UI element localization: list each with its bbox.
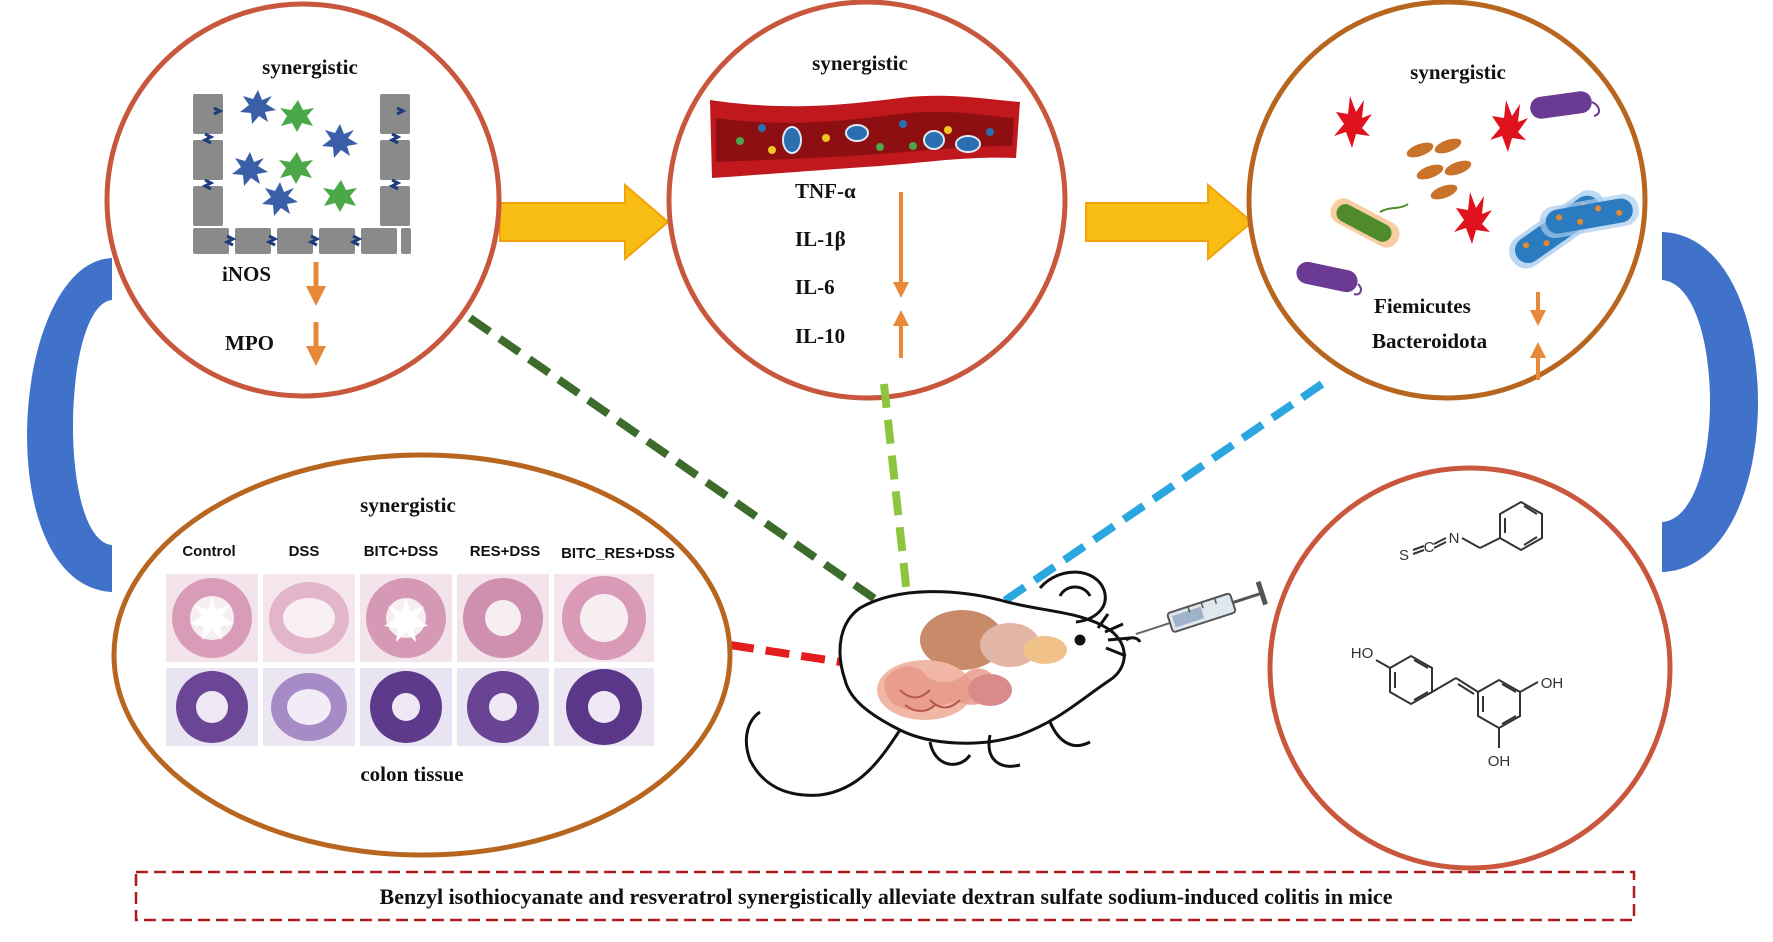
blood-marker-il6: IL-6 — [795, 275, 835, 299]
microbiota-panel: synergistic — [1246, 0, 1648, 401]
microbiota-marker-firmicutes: Fiemicutes — [1374, 294, 1471, 318]
tissue-marker-inos: iNOS — [222, 262, 271, 286]
dash-blood-to-mouse — [880, 383, 914, 623]
histology-row-he — [166, 574, 654, 662]
colon-group-bitc-dss: BITC+DSS — [364, 543, 439, 560]
microbiota-marker-bacteroidota: Bacteroidota — [1372, 329, 1488, 353]
blood-heading: synergistic — [812, 51, 908, 75]
colon-group-control: Control — [182, 543, 235, 560]
tissue-panel: synergistic — [104, 1, 502, 399]
colon-heading: synergistic — [360, 493, 456, 517]
microbiota-heading: synergistic — [1410, 60, 1506, 84]
bitc-atom-s: S — [1399, 547, 1409, 564]
arrow-blood-to-microbiota — [1085, 182, 1254, 262]
arrow-tissue-to-blood — [499, 182, 670, 262]
mouse-organs — [877, 610, 1067, 720]
colon-caption: colon tissue — [360, 762, 463, 786]
bitc-atom-c: C — [1424, 539, 1435, 556]
blood-vessel-illustration — [710, 95, 1020, 178]
tissue-marker-mpo: MPO — [225, 331, 274, 355]
dash-tissue-to-mouse — [467, 314, 891, 612]
res-group-oh-bottom: OH — [1488, 753, 1511, 770]
right-bracket — [1662, 232, 1758, 572]
tissue-heading: synergistic — [262, 55, 358, 79]
res-group-ho: HO — [1351, 645, 1374, 662]
tight-junctions — [201, 106, 407, 247]
colon-group-res-dss: RES+DSS — [470, 543, 540, 560]
bitc-atom-n: N — [1449, 530, 1460, 547]
histology-row-pas — [166, 668, 654, 746]
colon-group-bitc-res-dss: BITC_RES+DSS — [561, 545, 675, 562]
blood-marker-il10: IL-10 — [795, 324, 845, 348]
res-group-oh-right: OH — [1541, 675, 1564, 692]
diagram-title: Benzyl isothiocyanate and resveratrol sy… — [380, 884, 1393, 909]
inflammatory-mediators — [232, 90, 358, 216]
resveratrol-structure — [1375, 654, 1539, 748]
epithelial-barrier-illustration — [193, 94, 411, 254]
compounds-panel: S C N HO OH OH — [1267, 465, 1673, 871]
blood-marker-il1b: IL-1β — [795, 227, 846, 251]
colon-panel: synergistic Control DSS BITC+DSS RES+DSS… — [111, 452, 733, 858]
colon-group-dss: DSS — [289, 543, 320, 560]
bitc-structure — [1412, 500, 1543, 555]
blood-marker-tnf: TNF-α — [795, 179, 856, 203]
left-bracket — [27, 258, 112, 592]
title-box — [134, 870, 1636, 922]
bacteria-illustration — [1296, 91, 1639, 296]
syringe-icon — [1135, 580, 1268, 636]
blood-panel: synergistic TNF-α IL-1β IL-6 IL-10 — [666, 0, 1068, 401]
